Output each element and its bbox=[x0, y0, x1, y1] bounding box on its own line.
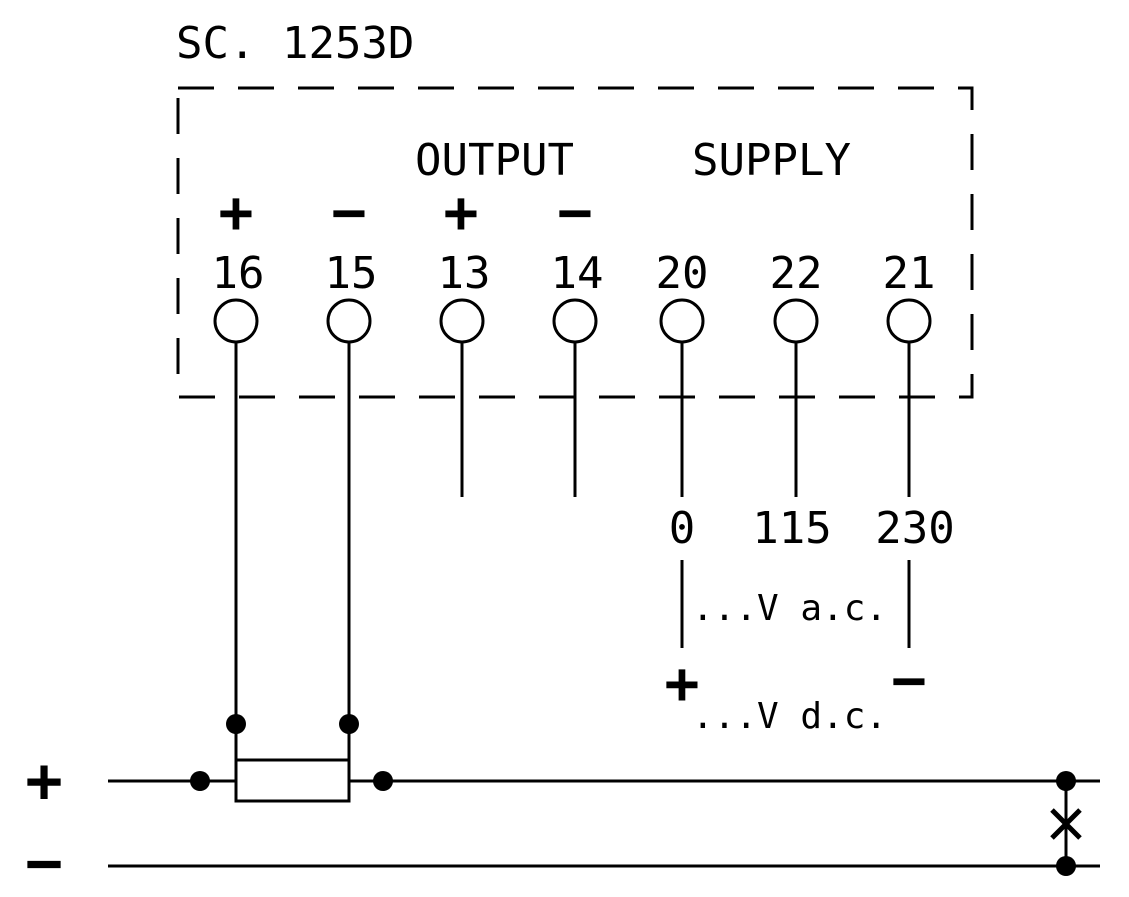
junction-dot-15 bbox=[339, 714, 359, 734]
bus-junction-right bbox=[373, 771, 393, 791]
terminal-number-16: 16 bbox=[212, 248, 265, 299]
bus-junction-left bbox=[190, 771, 210, 791]
polarity-15: − bbox=[332, 178, 367, 246]
dc-voltage-label: ...V d.c. bbox=[692, 696, 887, 737]
terminal-number-21: 21 bbox=[883, 248, 936, 299]
terminal-number-15: 15 bbox=[325, 248, 378, 299]
supply-voltage-0: 0 bbox=[669, 503, 696, 554]
terminal-22 bbox=[773, 298, 819, 344]
supply-voltage-230: 230 bbox=[875, 503, 954, 554]
junction-dot-16 bbox=[226, 714, 246, 734]
polarity-16: + bbox=[219, 178, 254, 246]
polarity-14: − bbox=[558, 178, 593, 246]
bus-plus-label: + bbox=[25, 744, 62, 817]
load-junction-top bbox=[1056, 771, 1076, 791]
output-group-label: OUTPUT bbox=[415, 135, 574, 186]
load-junction-bottom bbox=[1056, 856, 1076, 876]
terminal-13 bbox=[439, 298, 485, 344]
dc-plus-label: + bbox=[665, 649, 700, 717]
bus-minus-label: − bbox=[25, 826, 62, 897]
dc-minus-label: − bbox=[892, 646, 927, 714]
shunt-resistor bbox=[234, 758, 351, 803]
model-label: SC. 1253D bbox=[176, 18, 414, 69]
load-cross-b bbox=[1050, 808, 1082, 840]
terminal-16 bbox=[213, 298, 259, 344]
terminal-number-20: 20 bbox=[656, 248, 709, 299]
polarity-13: + bbox=[444, 178, 479, 246]
terminal-number-13: 13 bbox=[438, 248, 491, 299]
ac-voltage-label: ...V a.c. bbox=[692, 588, 887, 629]
terminal-number-14: 14 bbox=[551, 248, 604, 299]
terminal-20 bbox=[659, 298, 705, 344]
terminal-number-22: 22 bbox=[770, 248, 823, 299]
supply-voltage-115: 115 bbox=[752, 503, 831, 554]
terminal-15 bbox=[326, 298, 372, 344]
supply-group-label: SUPPLY bbox=[692, 135, 851, 186]
terminal-21 bbox=[886, 298, 932, 344]
terminal-14 bbox=[552, 298, 598, 344]
